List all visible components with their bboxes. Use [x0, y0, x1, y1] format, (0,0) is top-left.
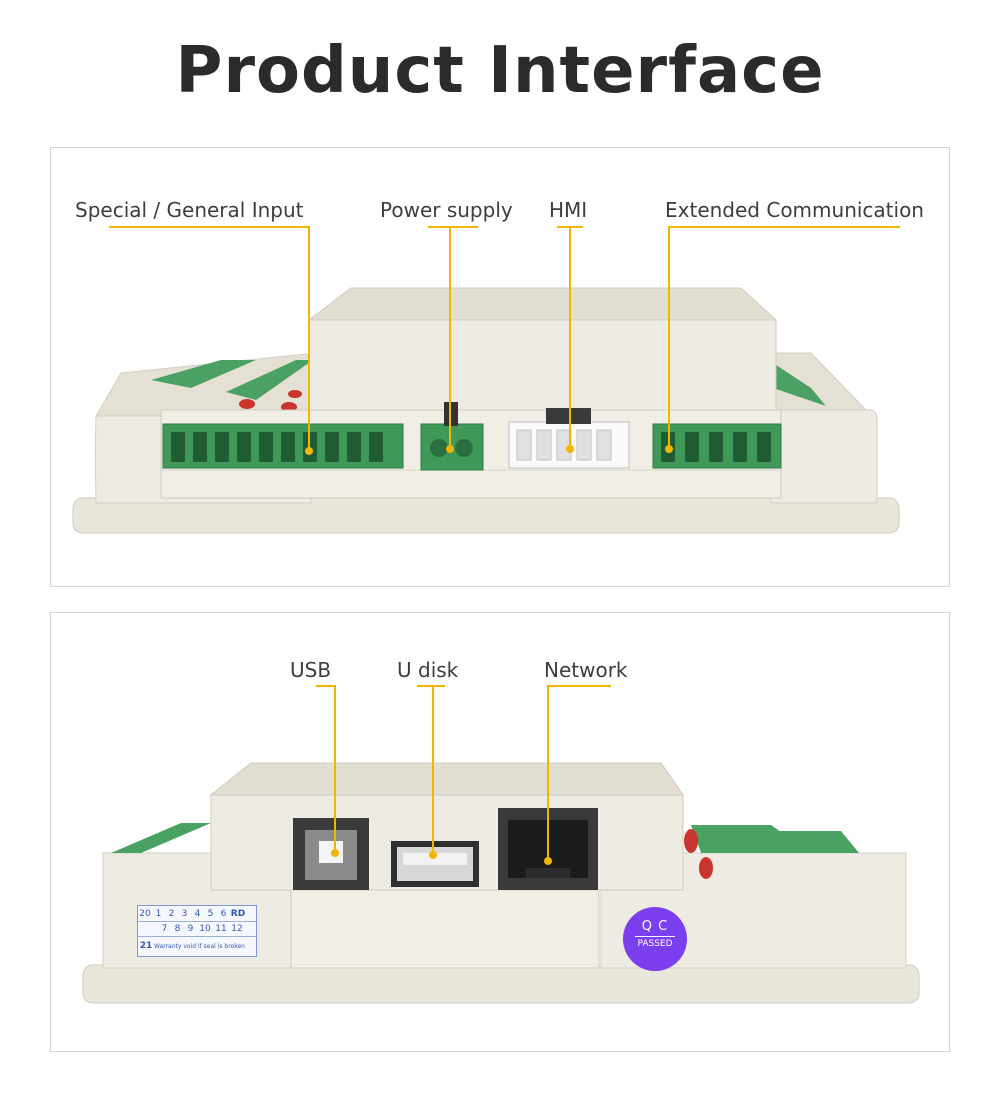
- label-u-disk: U disk: [397, 658, 459, 682]
- warranty-text: Warranty void if seal is broken: [154, 942, 245, 950]
- sticker-cell: 2: [168, 908, 175, 919]
- label-network: Network: [544, 658, 628, 682]
- label-hmi: HMI: [549, 198, 588, 222]
- qc-seal-text: Q C: [641, 919, 669, 934]
- leader-line-input: [308, 226, 310, 451]
- qc-passed-seal: Q C PASSED: [623, 907, 687, 971]
- underline-power: [428, 226, 478, 228]
- sticker-cell: 20: [139, 908, 151, 919]
- sticker-cell: 5: [207, 908, 214, 919]
- leader-line-udisk: [432, 685, 434, 855]
- leader-dot-udisk: [429, 851, 437, 859]
- sticker-cell: 21: [139, 941, 153, 951]
- sticker-cell: 12: [231, 924, 243, 934]
- sticker-cell: 11: [215, 924, 227, 934]
- label-power-supply: Power supply: [380, 198, 513, 222]
- leader-dot-power: [446, 445, 454, 453]
- sticker-cell: 8: [174, 924, 181, 934]
- leader-dot-network: [544, 857, 552, 865]
- page-title: Product Interface: [175, 34, 825, 108]
- leader-line-usb: [334, 685, 336, 853]
- qc-seal-subtext: PASSED: [637, 939, 673, 949]
- underline-network: [547, 685, 611, 687]
- leader-dot-hmi: [566, 445, 574, 453]
- sticker-cell: 4: [194, 908, 201, 919]
- leader-line-ext: [668, 226, 670, 448]
- leader-line-power: [449, 226, 451, 448]
- underline-udisk: [417, 685, 445, 687]
- sticker-cell: 3: [181, 908, 188, 919]
- top-view-panel: Special / General Input Power supply HMI…: [50, 147, 950, 587]
- warranty-sticker: 20 1 2 3 4 5 6 RD 7 8 9 10 11 12 21 Warr…: [137, 905, 257, 957]
- sticker-cell: 7: [161, 924, 168, 934]
- underline-usb: [316, 685, 336, 687]
- leader-line-network: [547, 685, 549, 861]
- controller-side-view: [82, 762, 920, 1004]
- underline-ext: [668, 226, 900, 228]
- sticker-cell: 1: [155, 908, 162, 919]
- leader-dot-usb: [331, 849, 339, 857]
- sticker-cell: 9: [187, 924, 194, 934]
- sticker-cell: RD: [230, 908, 246, 919]
- leader-dot-input: [305, 447, 313, 455]
- label-extended-communication: Extended Communication: [665, 198, 924, 222]
- side-view-panel: 20 1 2 3 4 5 6 RD 7 8 9 10 11 12 21 Warr…: [50, 612, 950, 1052]
- sticker-cell: 10: [199, 924, 211, 934]
- controller-front-view: [72, 287, 900, 534]
- underline-input: [109, 226, 309, 228]
- leader-line-hmi: [569, 226, 571, 448]
- sticker-cell: 6: [220, 908, 227, 919]
- label-special-general-input: Special / General Input: [75, 198, 304, 222]
- label-usb: USB: [290, 658, 332, 682]
- leader-dot-ext: [665, 445, 673, 453]
